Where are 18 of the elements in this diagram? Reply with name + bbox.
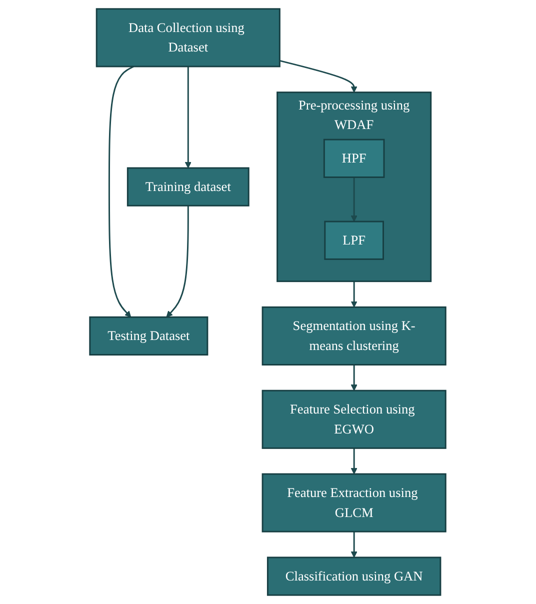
node-box: Feature Selection using EGWO [262,390,447,449]
node-box: Testing Dataset [89,316,208,356]
arrow [351,532,358,558]
node-box: Training dataset [127,167,250,206]
arrow [108,66,134,318]
node-box: Classification using GAN [267,556,442,596]
node-box: Segmentation using K-means clustering [262,306,447,366]
node-box: HPF [324,138,385,178]
node-box: LPF [324,220,384,260]
arrow [185,66,192,168]
arrow [351,281,358,308]
arrow [166,206,190,318]
arrow [351,177,358,222]
arrow [351,448,358,474]
arrow [351,364,358,391]
node-box: Feature Extraction using GLCM [262,473,447,532]
node-box: Data Collection using Dataset [96,8,281,68]
arrow [280,60,358,93]
